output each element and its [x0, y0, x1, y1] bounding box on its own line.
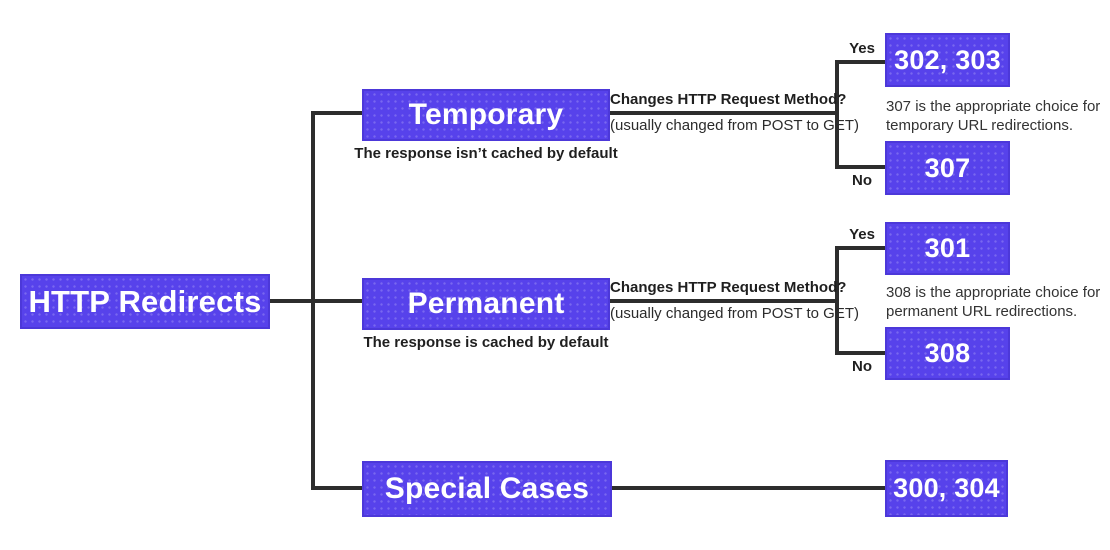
connector-trunk-to-temporary	[311, 111, 362, 115]
connector-permanent-yes	[839, 246, 885, 250]
connector-trunk-to-special	[311, 486, 362, 490]
node-special-cases-label: Special Cases	[384, 472, 590, 505]
connector-permanent-branch-vertical	[835, 246, 839, 355]
connector-temporary-question	[610, 111, 839, 115]
connector-temporary-yes	[839, 60, 885, 64]
result-308-label: 308	[924, 338, 971, 368]
root-node-label: HTTP Redirects	[28, 283, 262, 319]
connector-temporary-branch-vertical	[835, 60, 839, 169]
connector-root-to-trunk	[270, 299, 362, 303]
temporary-question: Changes HTTP Request Method?	[610, 91, 847, 108]
temporary-question-note: (usually changed from POST to GET)	[610, 117, 859, 134]
result-node-307: 307	[885, 141, 1010, 195]
node-special-cases: Special Cases	[362, 461, 612, 517]
permanent-caption: The response is cached by default	[363, 334, 609, 351]
permanent-yes-label: Yes	[849, 226, 875, 243]
connector-permanent-no	[839, 351, 885, 355]
result-node-301: 301	[885, 222, 1010, 275]
root-node-http-redirects: HTTP Redirects	[20, 274, 270, 329]
connector-permanent-question	[610, 299, 839, 303]
permanent-question: Changes HTTP Request Method?	[610, 279, 847, 296]
node-permanent-label: Permanent	[407, 287, 565, 320]
temporary-no-label: No	[852, 172, 872, 189]
temporary-yes-label: Yes	[849, 40, 875, 57]
temporary-caption: The response isn’t cached by default	[354, 145, 618, 162]
result-300-304-label: 300, 304	[893, 473, 1000, 503]
connector-special-to-result	[610, 486, 885, 490]
connector-temporary-no	[839, 165, 885, 169]
result-node-308: 308	[885, 327, 1010, 380]
result-301-label: 301	[924, 233, 971, 263]
node-permanent: Permanent	[362, 278, 610, 330]
temporary-note: 307 is the appropriate choice for tempor…	[886, 98, 1101, 134]
permanent-no-label: No	[852, 358, 872, 375]
permanent-question-note: (usually changed from POST to GET)	[610, 305, 859, 322]
result-node-300-304: 300, 304	[885, 460, 1008, 517]
result-307-label: 307	[924, 152, 971, 183]
result-node-302-303: 302, 303	[885, 33, 1010, 87]
connector-trunk-vertical	[311, 111, 315, 490]
node-temporary: Temporary	[362, 89, 610, 141]
node-temporary-label: Temporary	[408, 98, 564, 131]
permanent-note: 308 is the appropriate choice for perman…	[886, 284, 1101, 320]
result-302-303-label: 302, 303	[894, 44, 1001, 75]
